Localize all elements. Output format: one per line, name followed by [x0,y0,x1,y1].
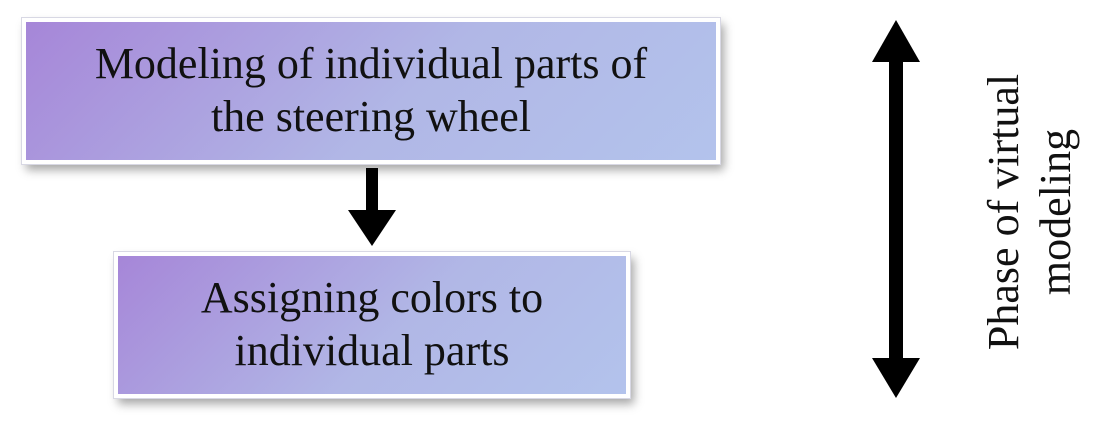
step-box-modeling: Modeling of individual parts of the stee… [21,17,721,165]
step-box-modeling-line-1: Modeling of individual parts of [94,39,648,89]
step-box-colors-line-1: Assigning colors to [200,273,544,323]
phase-label-line-2: modeling [1031,128,1080,296]
step-box-colors-line-2: individual parts [234,326,510,375]
step-box-assigning-colors: Assigning colors to individual parts [113,251,631,399]
flow-arrow-down [348,168,396,246]
phase-label-line-1: Phase of virtual [979,73,1029,351]
phase-double-arrow [872,20,920,398]
step-box-modeling-line-2: the steering wheel [210,92,532,141]
